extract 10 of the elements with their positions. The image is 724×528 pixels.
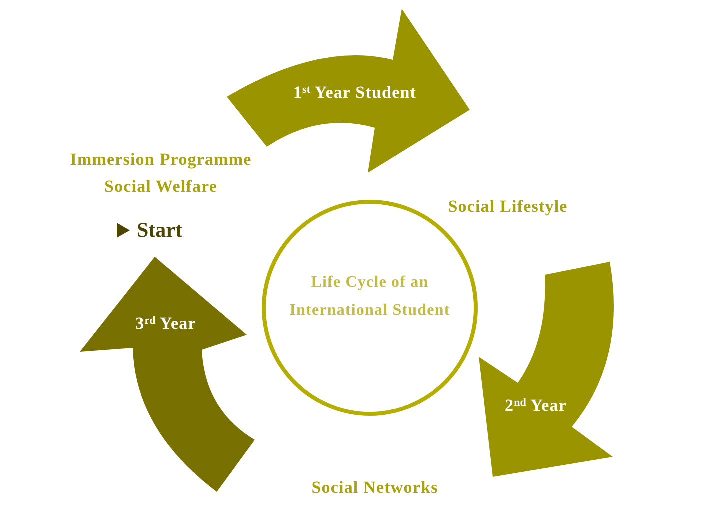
start-label: Start bbox=[137, 218, 182, 242]
stage-label: Social Networks bbox=[312, 478, 438, 498]
curved-arrow bbox=[80, 257, 255, 492]
arrow-label: 3$^{rd}$ Year bbox=[136, 314, 196, 334]
stage-label: Immersion Programme bbox=[70, 150, 252, 170]
circle-title: Life Cycle of an International Student bbox=[288, 273, 452, 321]
arrow-label: 2$^{nd}$ Year bbox=[505, 396, 567, 416]
stage-label: Social Welfare bbox=[104, 177, 218, 197]
arrow-label: 1$^{st}$ Year Student bbox=[293, 83, 417, 103]
stage-label: Social Lifestyle bbox=[448, 197, 568, 217]
